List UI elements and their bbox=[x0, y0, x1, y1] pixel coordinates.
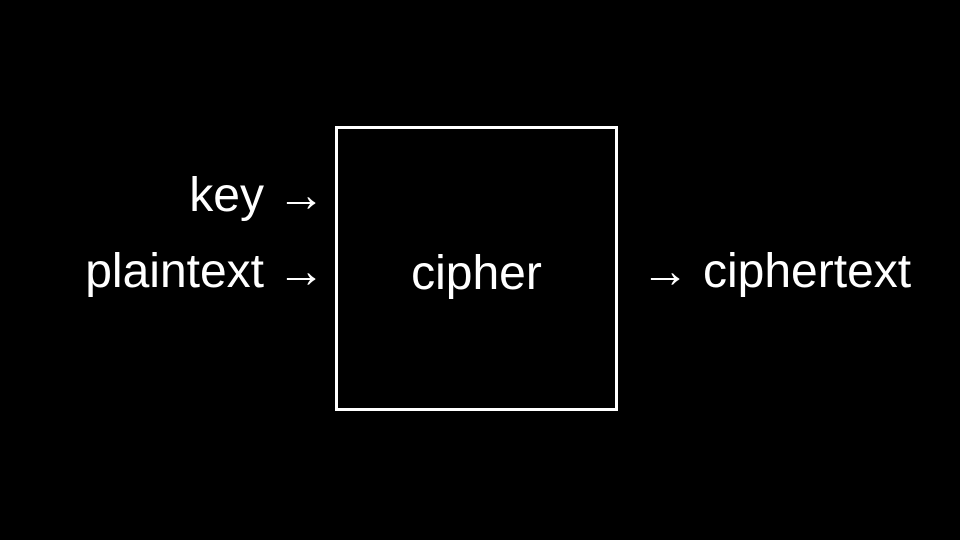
right-arrow-icon: → bbox=[641, 245, 689, 298]
right-arrow-icon: → bbox=[277, 245, 325, 298]
cipher-box-label-row: cipher bbox=[335, 244, 618, 304]
key-input-row: key → bbox=[189, 166, 325, 226]
ciphertext-label: ciphertext bbox=[703, 245, 912, 298]
key-label: key bbox=[189, 169, 264, 222]
plaintext-input-row: plaintext → bbox=[85, 242, 325, 302]
cipher-block-box bbox=[335, 126, 618, 411]
cipher-label: cipher bbox=[411, 247, 542, 300]
plaintext-label: plaintext bbox=[85, 245, 264, 298]
right-arrow-icon: → bbox=[277, 169, 325, 222]
ciphertext-output-row: → ciphertext bbox=[641, 242, 911, 302]
